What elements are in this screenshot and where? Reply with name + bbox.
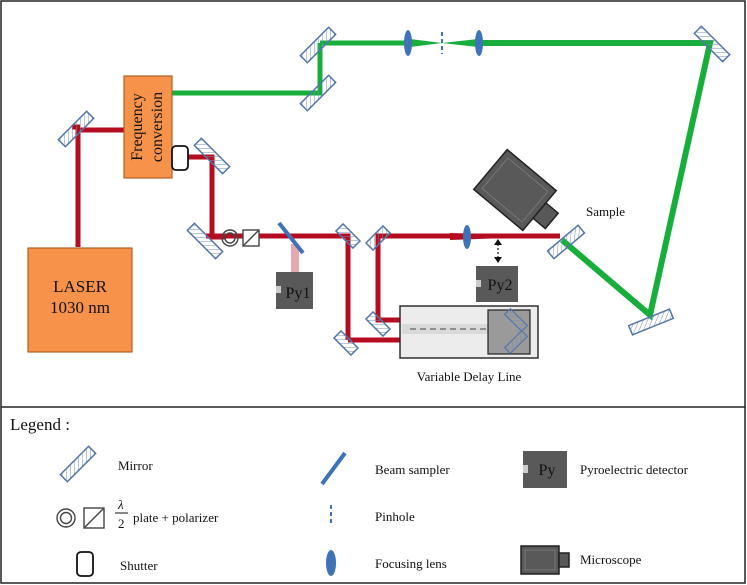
green-beam-path — [172, 39, 714, 321]
pyro-detector-py1: Py1 — [276, 272, 313, 309]
legend-mirror-icon — [59, 445, 97, 483]
legend-shutter-label: Shutter — [120, 558, 158, 573]
sample-label: Sample — [586, 204, 625, 219]
legend-pyro-symbol: Py — [539, 462, 556, 479]
legend-pinhole-label: Pinhole — [375, 509, 415, 524]
pyro-detector-py2: Py2 — [476, 239, 518, 302]
focusing-lens-green-1 — [404, 30, 412, 56]
legend-microscope-icon — [520, 545, 570, 575]
beam-sampler — [277, 221, 305, 255]
legend-waveplate-icon — [56, 507, 105, 529]
mirror-green-1 — [299, 74, 337, 112]
mirror-ir-1 — [334, 222, 362, 250]
legend-mirror-label: Mirror — [118, 458, 153, 473]
legend-shutter-icon — [76, 551, 94, 577]
mirror-green-2 — [299, 26, 337, 64]
legend-waveplate-two: 2 — [118, 516, 125, 531]
legend-microscope-label: Microscope — [580, 552, 642, 567]
green-beam-conversion-out — [172, 43, 323, 96]
legend-waveplate-label: plate + polarizer — [133, 510, 219, 525]
legend: Legend : Mirror λ 2 plate + polarizer Sh… — [10, 415, 689, 577]
waveplate-polarizer — [221, 229, 260, 247]
mirror-before-waveplate — [186, 222, 224, 260]
laser-label-line1: LASER — [53, 277, 108, 296]
legend-waveplate-lambda: λ — [117, 497, 124, 512]
py1-label: Py1 — [286, 285, 311, 302]
py2-label: Py2 — [488, 277, 513, 294]
legend-pyro-icon: Py — [523, 451, 567, 488]
laser-source: LASER 1030 nm — [27, 247, 133, 353]
variable-delay-line: Variable Delay Line — [399, 305, 539, 384]
mirror-ir-3 — [364, 310, 392, 338]
focusing-lens-green-2 — [475, 30, 483, 56]
sample-slide — [546, 224, 586, 260]
green-cone-out — [442, 39, 478, 47]
mirror-laser — [57, 110, 95, 148]
focusing-lens-ir — [463, 225, 471, 249]
legend-pyro-label: Pyroelectric detector — [580, 462, 689, 477]
freq-conversion-label-line1: Frequency — [129, 93, 146, 161]
green-beam-to-sample — [478, 40, 714, 321]
freq-conversion-label-line2: conversion — [149, 92, 166, 162]
legend-beam-sampler-icon — [320, 451, 347, 486]
legend-beam-sampler-label: Beam sampler — [375, 462, 450, 477]
mirror-after-conversion — [193, 137, 231, 175]
frequency-conversion-box: Frequency conversion — [123, 75, 173, 179]
microscope — [472, 148, 560, 232]
mirror-ir-2 — [332, 329, 360, 357]
mirror-green-3 — [693, 25, 731, 63]
delay-line-label: Variable Delay Line — [417, 369, 522, 384]
sampled-beam — [291, 244, 299, 274]
green-cone-in — [410, 39, 442, 47]
ir-beam-laser-to-mirror — [72, 124, 81, 247]
ir-focused-cone — [450, 233, 560, 240]
legend-focusing-lens-label: Focusing lens — [375, 556, 447, 571]
mirror-green-4 — [627, 308, 675, 336]
legend-title: Legend : — [10, 415, 70, 434]
laser-label-line2: 1030 nm — [50, 298, 110, 317]
legend-focusing-lens-icon — [326, 550, 336, 576]
shutter — [171, 145, 189, 171]
mirror-ir-4 — [364, 224, 392, 252]
